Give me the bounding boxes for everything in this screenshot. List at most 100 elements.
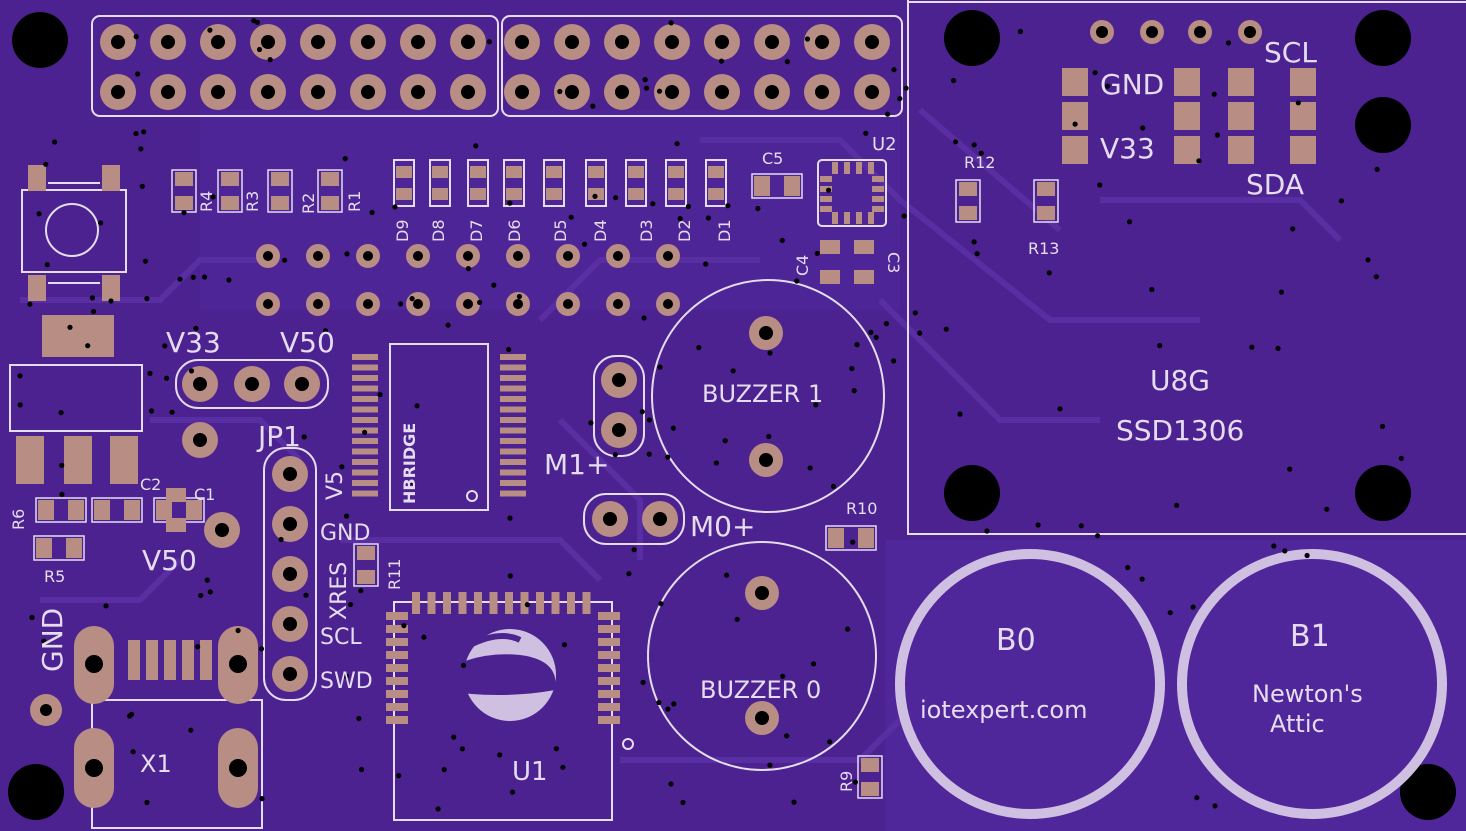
th-hole [411,35,425,49]
smd-pad [271,172,289,186]
th-hole [413,299,423,309]
mounting-hole [1400,764,1456,820]
via [144,296,150,302]
qfn-pad [868,212,874,224]
via [1174,502,1180,508]
label-x1: X1 [140,750,172,778]
qfn-pad [872,186,884,192]
ic-pin [500,396,526,402]
u1-pin1-dot [622,738,634,750]
th-hole [461,35,475,49]
via [568,214,574,220]
via [755,205,761,212]
via [445,322,451,328]
label-v50-left: V50 [142,544,197,577]
smd-pad [94,500,110,520]
smd-pad [175,172,193,186]
via [810,661,817,667]
ic-pin [352,480,378,486]
via [897,96,903,102]
diode-pad [396,166,412,178]
via [631,547,637,553]
th-hole [513,251,523,261]
label-d7: D7 [467,220,486,243]
regulator-body [9,364,143,432]
via [41,638,47,644]
mounting-hole [1355,97,1411,153]
module-pad [598,664,620,672]
th-hole [161,85,175,99]
label-c4: C4 [793,255,812,276]
ic-pin [352,469,378,476]
via [103,603,109,609]
via [951,77,957,84]
via [984,528,990,534]
via [804,36,811,42]
via [639,409,645,415]
via [37,35,43,42]
smd-pad [38,500,54,520]
smd-outline [955,179,981,223]
via [665,454,671,460]
buzzer0-outline [647,541,877,771]
regulator-pins [16,436,138,484]
mounting-hole [944,10,1000,66]
via [497,752,503,758]
via [646,451,652,457]
ic-pin [500,364,526,371]
via [766,433,772,440]
smd-pad [221,196,239,210]
smd-pad [854,270,874,284]
qfn-pad [856,162,862,174]
th-hole [865,85,879,99]
diode-outline [543,159,565,207]
via [680,799,686,806]
via [767,350,773,356]
smd-pad [828,528,844,548]
pushbutton-cap [45,203,99,257]
via [392,204,398,210]
label-jp1-swd: SWD [320,669,373,694]
via [1104,83,1111,89]
via [1278,289,1284,295]
th-hole [563,299,573,309]
qfn-pad [868,162,874,174]
diode-pad [668,166,684,178]
via [1139,576,1145,582]
ic-pin [500,469,526,476]
u2-pads [820,162,884,224]
via [144,799,150,806]
th-hole [613,251,623,261]
via [98,220,104,226]
via [868,329,874,335]
qfn-pad [872,176,884,182]
via [901,213,907,219]
th-hole [111,35,125,49]
qfn-pad [856,212,862,224]
label-buzzer1: BUZZER 1 [702,380,823,408]
label-b1-text-1: Newton's [1252,680,1363,708]
via [873,334,879,340]
via [377,392,383,398]
via [148,408,155,414]
via [588,420,594,426]
via [1398,455,1404,461]
smd-pad [1037,206,1055,220]
via [421,634,427,640]
label-d6: D6 [505,220,524,243]
via [108,298,114,304]
via [780,673,786,679]
pushbutton-pads [28,165,120,301]
copper-pour-top [200,110,900,310]
smd-pad [357,570,375,584]
oled-header-pins [1090,20,1262,44]
via [59,491,65,497]
module-pad [505,592,513,614]
via [1379,423,1386,429]
via [130,749,136,755]
label-hbridge: HBRIDGE [400,423,419,504]
via [507,515,513,521]
via [451,734,457,740]
label-b1: B1 [1290,619,1330,654]
